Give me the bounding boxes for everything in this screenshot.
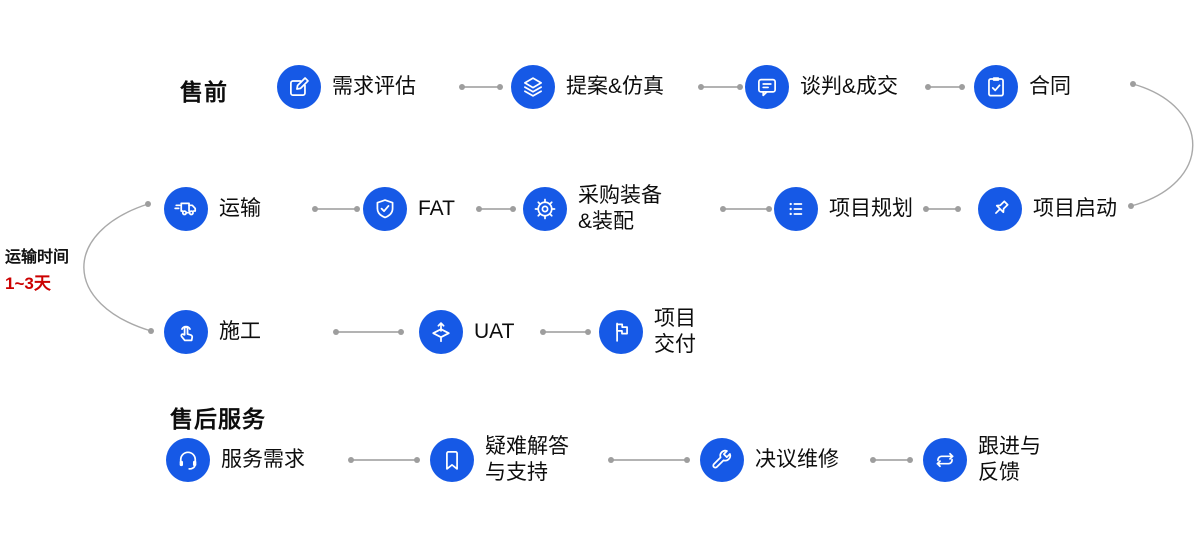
headset-icon bbox=[166, 438, 210, 482]
shield-check-icon bbox=[363, 187, 407, 231]
clipboard-check-icon bbox=[974, 65, 1018, 109]
node-qa-support: 疑难解答 与支持 bbox=[430, 435, 569, 484]
connector bbox=[870, 457, 913, 463]
touch-icon bbox=[164, 310, 208, 354]
node-label: 决议维修 bbox=[755, 448, 839, 472]
node-label: 合同 bbox=[1029, 75, 1071, 99]
node-procurement-assembly: 采购装备 &装配 bbox=[523, 184, 662, 233]
node-label: 施工 bbox=[219, 320, 261, 344]
node-label: 项目启动 bbox=[1033, 197, 1117, 221]
connector bbox=[608, 457, 690, 463]
node-label: FAT bbox=[418, 197, 455, 221]
curve-dot bbox=[148, 328, 154, 334]
flag-icon bbox=[599, 310, 643, 354]
connector bbox=[333, 329, 404, 335]
node-project-delivery: 项目 交付 bbox=[599, 307, 696, 356]
node-proposal-simulation: 提案&仿真 bbox=[511, 65, 664, 109]
node-project-planning: 项目规划 bbox=[774, 187, 913, 231]
node-contract: 合同 bbox=[974, 65, 1071, 109]
transport-time-annotation: 运输时间 1~3天 bbox=[5, 246, 69, 297]
node-label: 提案&仿真 bbox=[566, 75, 665, 99]
list-icon bbox=[774, 187, 818, 231]
node-demand-assessment: 需求评估 bbox=[277, 65, 416, 109]
wrench-icon bbox=[700, 438, 744, 482]
node-label: 采购装备 &装配 bbox=[578, 184, 662, 233]
gear-icon bbox=[523, 187, 567, 231]
connector bbox=[698, 84, 743, 90]
layers-icon bbox=[511, 65, 555, 109]
transport-time-label: 运输时间 bbox=[5, 249, 70, 266]
node-label: 需求评估 bbox=[332, 75, 416, 99]
aftersales-section-label: 售后服务 bbox=[170, 406, 266, 432]
node-label: UAT bbox=[474, 320, 515, 344]
node-resolution-repair: 决议维修 bbox=[700, 438, 839, 482]
connector bbox=[459, 84, 503, 90]
node-service-request: 服务需求 bbox=[166, 438, 305, 482]
deploy-icon bbox=[419, 310, 463, 354]
chat-icon bbox=[745, 65, 789, 109]
node-label: 服务需求 bbox=[221, 448, 305, 472]
node-label: 跟进与 反馈 bbox=[978, 435, 1041, 484]
flow-curve-left bbox=[83, 203, 152, 332]
node-label: 谈判&成交 bbox=[800, 75, 899, 99]
node-uat: UAT bbox=[419, 310, 514, 354]
connector bbox=[348, 457, 420, 463]
node-project-kickoff: 项目启动 bbox=[978, 187, 1117, 231]
node-construction: 施工 bbox=[164, 310, 261, 354]
presales-section-label: 售前 bbox=[180, 79, 228, 105]
truck-icon bbox=[164, 187, 208, 231]
repeat-icon bbox=[923, 438, 967, 482]
connector bbox=[923, 206, 961, 212]
edit-icon bbox=[277, 65, 321, 109]
node-negotiation-deal: 谈判&成交 bbox=[745, 65, 898, 109]
connector bbox=[476, 206, 516, 212]
bookmark-icon bbox=[430, 438, 474, 482]
curve-dot bbox=[1128, 203, 1134, 209]
curve-dot bbox=[1130, 81, 1136, 87]
connector bbox=[312, 206, 360, 212]
node-label: 项目规划 bbox=[829, 197, 913, 221]
node-label: 运输 bbox=[219, 197, 261, 221]
node-follow-up-feedback: 跟进与 反馈 bbox=[923, 435, 1041, 484]
flow-curve-right bbox=[1130, 83, 1194, 207]
curve-dot bbox=[145, 201, 151, 207]
connector bbox=[540, 329, 591, 335]
node-label: 疑难解答 与支持 bbox=[485, 435, 569, 484]
connector bbox=[925, 84, 965, 90]
pushpin-icon bbox=[978, 187, 1022, 231]
node-fat: FAT bbox=[363, 187, 455, 231]
connector bbox=[720, 206, 772, 212]
node-label: 项目 交付 bbox=[654, 307, 696, 356]
transport-time-value: 1~3天 bbox=[5, 273, 51, 293]
node-transport: 运输 bbox=[164, 187, 261, 231]
